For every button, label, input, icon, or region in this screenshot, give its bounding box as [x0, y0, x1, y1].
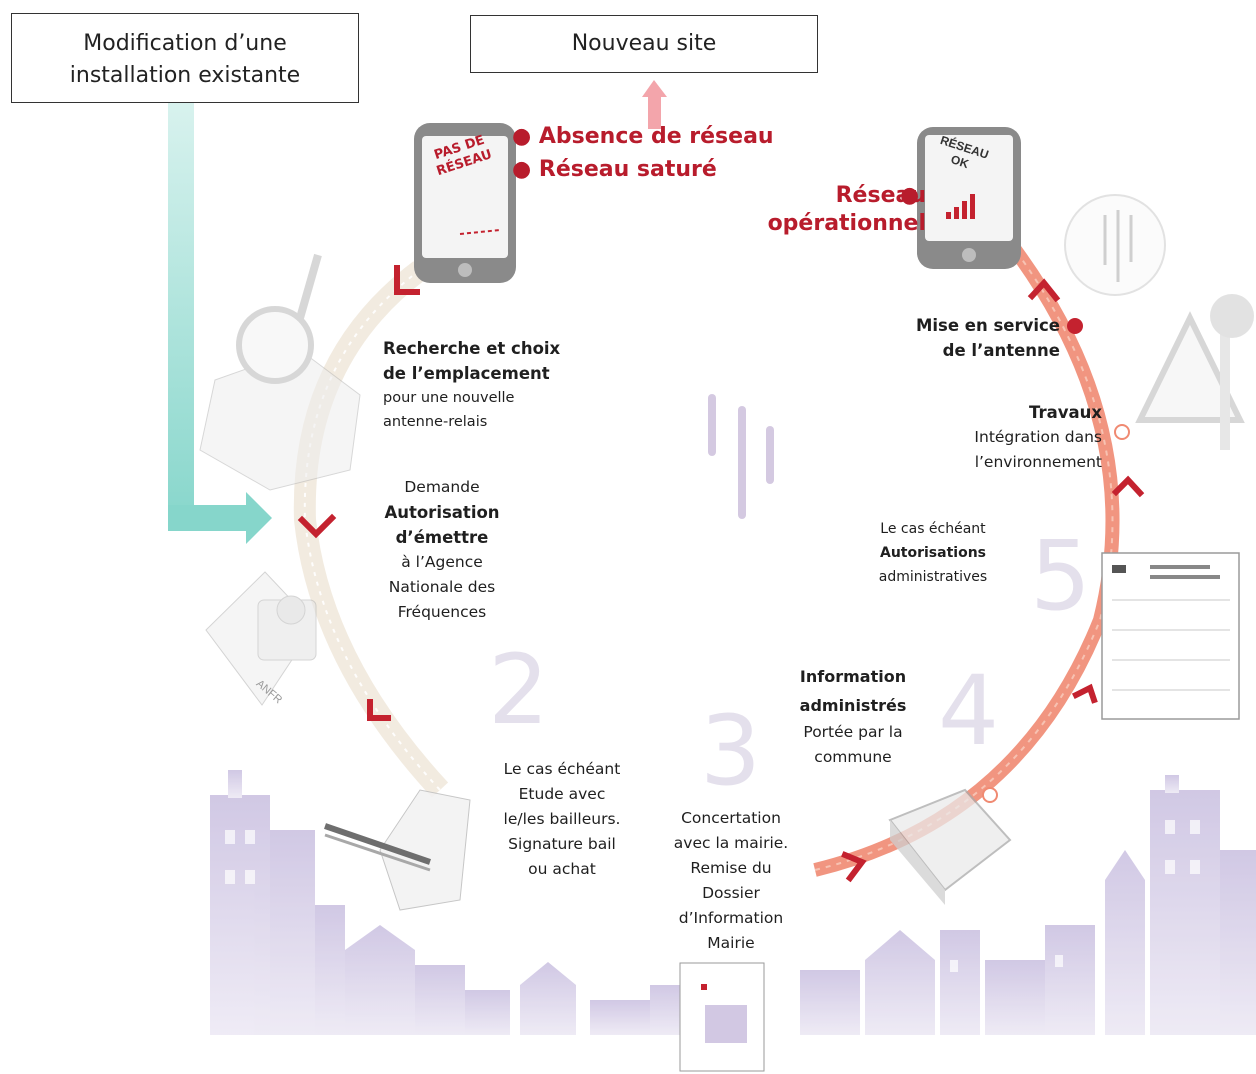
- step-information: Information administrés Portée par la co…: [788, 662, 918, 770]
- step-travaux-desc: Intégration dans l’environnement: [974, 428, 1102, 471]
- step-autorisations-title: Autorisations: [879, 545, 986, 561]
- nouveau-site-label: Nouveau site: [571, 31, 717, 56]
- step-number-5: 5: [1030, 520, 1092, 632]
- modification-label: Modification d’une installation existant…: [69, 31, 301, 88]
- step-information-title: Information administrés: [799, 667, 907, 715]
- step-autorisations-desc: administratives: [878, 569, 988, 585]
- step-mise-en-service-title: Mise en service de l’antenne: [915, 316, 1060, 360]
- step-bail: Le cas échéant Etude avec le/les bailleu…: [497, 757, 627, 882]
- step-recherche-desc: pour une nouvelle antenne-relais: [383, 390, 515, 430]
- phone-no-network: [414, 123, 516, 283]
- bullet-icon: ●: [900, 183, 920, 208]
- status-operationnel-label: Réseau opérationnel: [767, 183, 926, 236]
- modification-box: Modification d’une installation existant…: [11, 13, 359, 103]
- nouveau-site-box: Nouveau site: [470, 15, 818, 73]
- mairie-document: [679, 962, 765, 1072]
- antenna-circle-illustration: [1064, 194, 1166, 296]
- step-recherche-title: Recherche et choix de l’emplacement: [383, 339, 561, 383]
- dossier-book-illustration: [888, 788, 1012, 905]
- phone-network-ok: [917, 127, 1021, 269]
- step-travaux: Travaux Intégration dans l’environnement: [940, 400, 1102, 475]
- status-sature-label: Réseau saturé: [538, 157, 717, 182]
- step-demande-desc: à l’Agence Nationale des Fréquences: [388, 553, 496, 621]
- step-autorisations-pre: Le cas échéant: [880, 521, 986, 537]
- step-mise-en-service: Mise en service de l’antenne: [896, 313, 1060, 363]
- status-absence-label: Absence de réseau: [538, 124, 774, 149]
- step-demande-title: Autorisation d’émettre: [384, 503, 500, 547]
- bullet-icon: ●: [512, 157, 532, 182]
- status-operationnel: Réseau opérationnel: [710, 182, 926, 238]
- step-information-desc: Portée par la commune: [803, 723, 903, 766]
- status-absence: ● Absence de réseau: [512, 122, 774, 152]
- bullet-icon: ●: [512, 124, 532, 149]
- city-skyline: [210, 770, 1256, 1035]
- step-concertation: Concertation avec la mairie. Remise du D…: [662, 806, 800, 956]
- step-demande: Demande Autorisation d’émettre à l’Agenc…: [382, 475, 502, 625]
- step-autorisations: Le cas échéant Autorisations administrat…: [866, 517, 1000, 589]
- step-number-4: 4: [938, 655, 1000, 767]
- signature-illustration: [324, 789, 471, 911]
- center-antenna: [708, 394, 774, 519]
- anfr-document-illustration: [205, 571, 317, 706]
- step-demande-pre: Demande: [404, 478, 480, 496]
- step-bail-text: Le cas échéant Etude avec le/les bailleu…: [503, 760, 621, 878]
- map-magnifier-illustration: [199, 253, 361, 491]
- status-sature: ● Réseau saturé: [512, 155, 717, 185]
- warning-sign-illustration: [1135, 294, 1254, 450]
- administrative-form: [1101, 552, 1240, 720]
- step-recherche: Recherche et choix de l’emplacement pour…: [383, 336, 583, 434]
- step-concertation-text: Concertation avec la mairie. Remise du D…: [673, 809, 789, 952]
- teal-arrow: [168, 103, 272, 544]
- step-travaux-title: Travaux: [1029, 403, 1102, 422]
- up-arrow: [642, 80, 667, 129]
- step-number-3: 3: [700, 695, 762, 807]
- step-number-2: 2: [488, 634, 550, 746]
